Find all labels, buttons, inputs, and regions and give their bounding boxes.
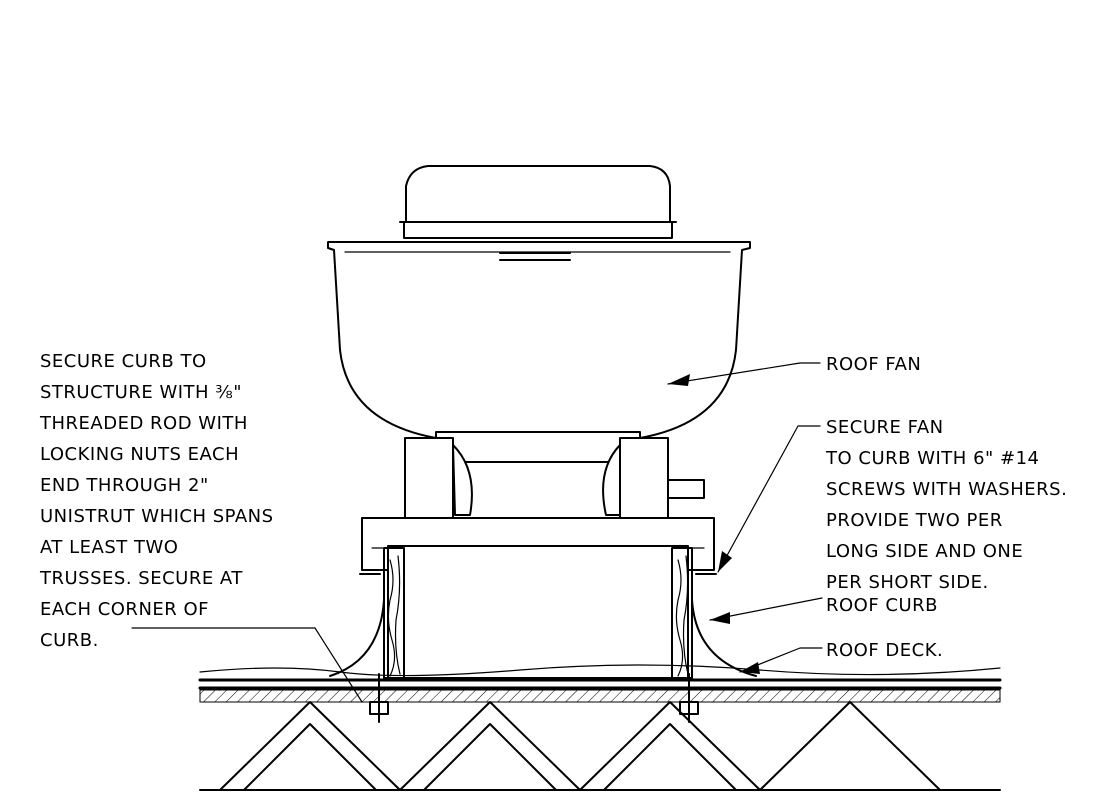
secure-fan-line: PROVIDE TWO PER <box>826 510 1003 531</box>
roof-curb <box>329 545 757 679</box>
secure-fan-note: SECURE FAN TO CURB WITH 6" #14 SCREWS WI… <box>825 417 1067 593</box>
roof-deck <box>198 664 1002 703</box>
left-note-line: END THROUGH 2" <box>40 475 209 496</box>
left-note-line: SECURE CURB TO <box>40 351 207 372</box>
roof-fan <box>327 165 751 571</box>
threaded-rod-assembly <box>369 673 699 723</box>
left-note-line: UNISTRUT WHICH SPANS <box>40 506 274 527</box>
secure-fan-line: SECURE FAN <box>826 417 944 438</box>
trusses <box>199 701 1001 791</box>
secure-fan-line: TO CURB WITH 6" #14 <box>825 448 1040 469</box>
left-note-line: CURB. <box>40 630 99 651</box>
secure-fan-line: SCREWS WITH WASHERS. <box>826 479 1067 500</box>
left-note-line: STRUCTURE WITH ⅜" <box>40 382 242 403</box>
left-note: SECURE CURB TO STRUCTURE WITH ⅜" THREADE… <box>39 351 274 651</box>
leader-lines <box>131 362 823 703</box>
roof-fan-label: ROOF FAN <box>826 354 921 375</box>
left-note-line: AT LEAST TWO <box>40 537 178 558</box>
left-note-line: TRUSSES. SECURE AT <box>39 568 243 589</box>
left-note-line: THREADED ROD WITH <box>39 413 248 434</box>
left-note-line: LOCKING NUTS EACH <box>40 444 239 465</box>
secure-fan-line: PER SHORT SIDE. <box>826 572 989 593</box>
secure-fan-line: LONG SIDE AND ONE <box>826 541 1023 562</box>
left-note-line: EACH CORNER OF <box>40 599 209 620</box>
roof-deck-label: ROOF DECK. <box>826 640 943 661</box>
roof-curb-label: ROOF CURB <box>826 595 938 616</box>
